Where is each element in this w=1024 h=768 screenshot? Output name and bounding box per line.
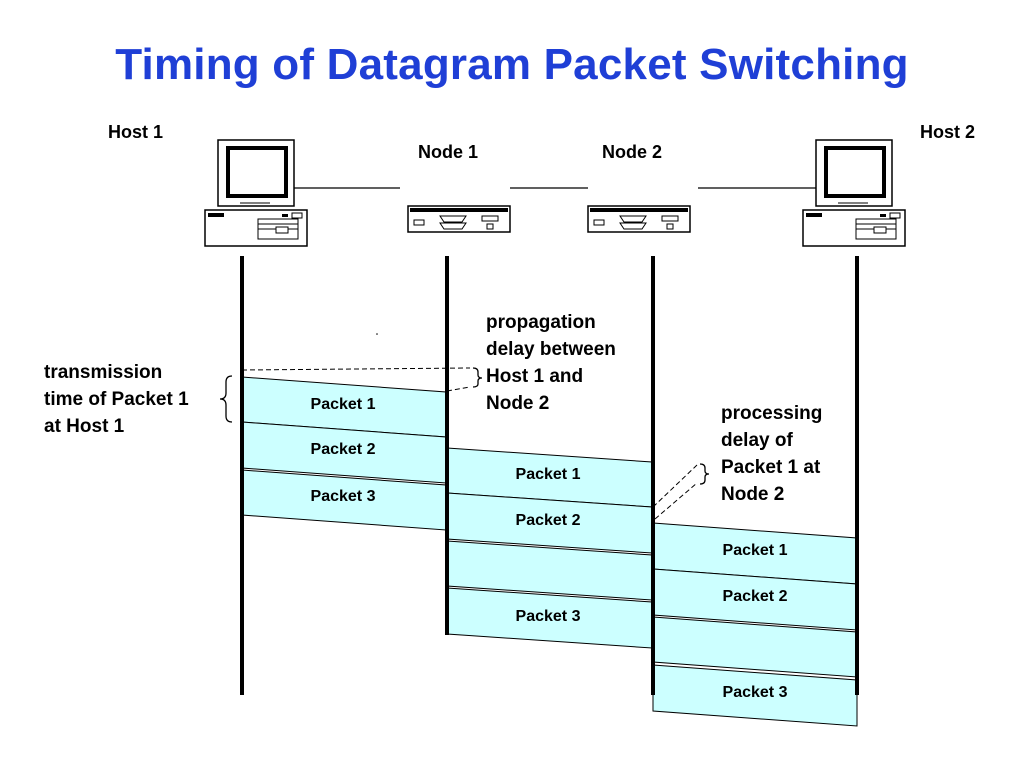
packet-label: Packet 1 <box>723 542 788 559</box>
node1-label: Node 1 <box>418 142 479 162</box>
packets-layer: Packet 1 Packet 2 Packet 3 Packet 1 Pack… <box>241 376 858 727</box>
packet-label: Packet 1 <box>516 466 581 483</box>
dot <box>376 333 378 335</box>
packet-host1-3: Packet 3 <box>241 469 447 531</box>
host2-computer-icon <box>802 139 906 247</box>
transmission-time-annotation: transmission time of Packet 1 at Host 1 <box>44 362 189 437</box>
transmission-brace <box>219 375 233 423</box>
packet-label: Packet 3 <box>516 608 581 625</box>
packet-label: Packet 2 <box>311 441 376 458</box>
packet-node1-1: Packet 1 <box>446 447 653 508</box>
host1-computer-icon <box>204 139 308 247</box>
packet-label: Packet 3 <box>311 488 376 505</box>
packet-host1-2: Packet 2 <box>241 421 447 484</box>
processing-callout <box>652 463 710 520</box>
packet-label: Packet 2 <box>516 512 581 529</box>
processing-delay-annotation: processing delay of Packet 1 at Node 2 <box>721 403 823 505</box>
host2-label: Host 2 <box>920 122 976 142</box>
slide-title: Timing of Datagram Packet Switching <box>115 40 909 89</box>
host1-label: Host 1 <box>108 122 164 142</box>
node2-label: Node 2 <box>602 142 663 162</box>
packet-label: Packet 1 <box>311 396 376 413</box>
propagation-callout <box>241 367 483 392</box>
packet-node2-3: Packet 3 <box>652 664 858 727</box>
node2-router-icon <box>587 205 691 233</box>
packet-label: Packet 3 <box>723 684 788 701</box>
propagation-delay-annotation: propagation delay between Host 1 and Nod… <box>486 312 616 414</box>
packet-host1-1: Packet 1 <box>241 376 447 438</box>
packet-label: Packet 2 <box>723 588 788 605</box>
node1-router-icon <box>407 205 511 233</box>
